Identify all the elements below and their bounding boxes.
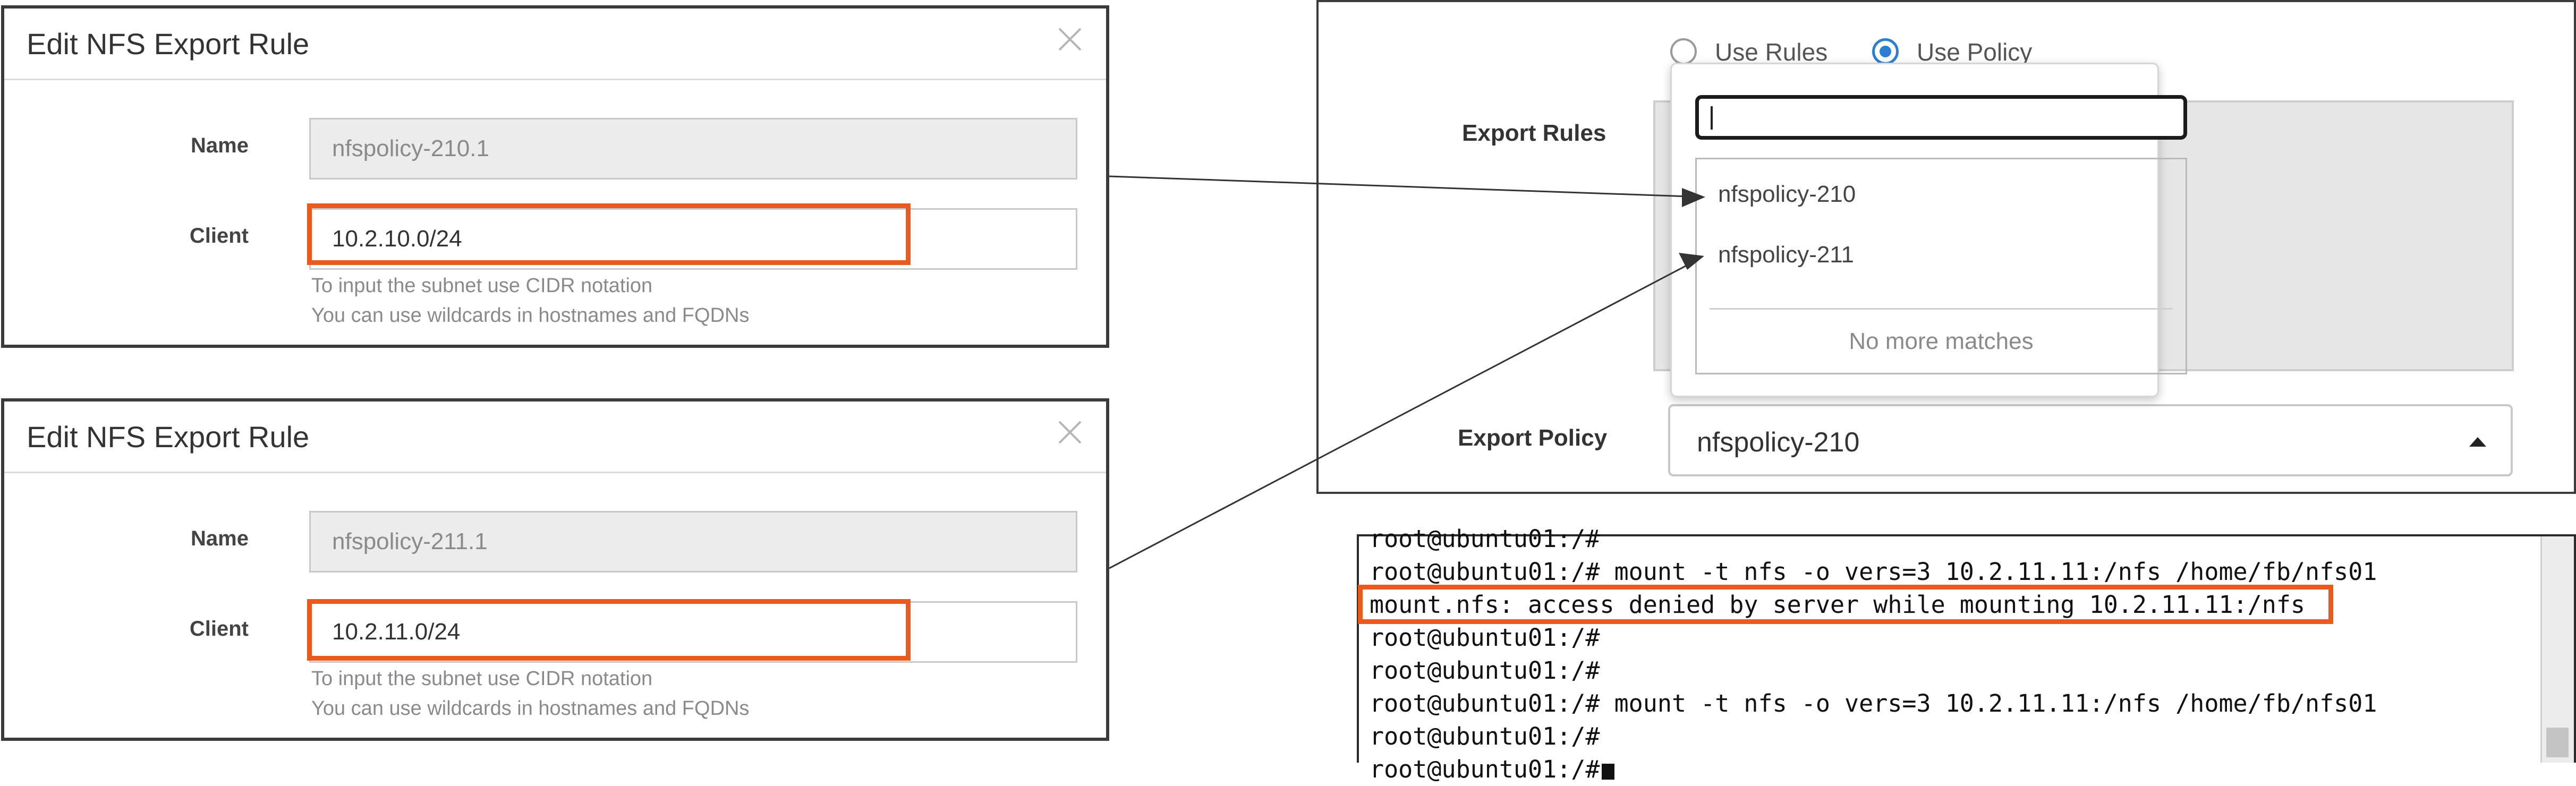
- edit-nfs-export-rule-dialog-2: Edit NFS Export Rule Name nfspolicy-211.…: [1, 398, 1109, 741]
- dialog-header: Edit NFS Export Rule: [4, 401, 1106, 473]
- policy-search-input[interactable]: [1695, 95, 2187, 140]
- terminal-line: root@ubuntu01:/# mount -t nfs -o vers=3 …: [1370, 689, 2377, 717]
- no-more-matches: No more matches: [1849, 328, 2034, 354]
- wildcard-hint: You can use wildcards in hostnames and F…: [311, 697, 750, 720]
- arrow-head-icon: [1682, 188, 1705, 207]
- name-field: nfspolicy-211.1: [309, 511, 1077, 573]
- terminal-prompt-line: root@ubuntu01:/#: [1370, 753, 1615, 786]
- use-rules-label: Use Rules: [1715, 38, 1828, 66]
- terminal-scrollbar[interactable]: [2540, 536, 2574, 763]
- cidr-hint: To input the subnet use CIDR notation: [311, 275, 653, 297]
- option-nfspolicy-211[interactable]: nfspolicy-211: [1718, 242, 1854, 268]
- connector-arrows: [1109, 175, 1705, 569]
- terminal-line: root@ubuntu01:/#: [1370, 656, 1600, 685]
- client-highlight-1: [307, 203, 911, 265]
- option-nfspolicy-210[interactable]: nfspolicy-210: [1718, 181, 1856, 207]
- name-field: nfspolicy-210.1: [309, 118, 1077, 180]
- dialog-title: Edit NFS Export Rule: [27, 420, 310, 454]
- scrollbar-thumb[interactable]: [2546, 728, 2569, 757]
- client-highlight-2: [307, 599, 911, 661]
- divider: [1710, 308, 2173, 310]
- edit-nfs-export-rule-dialog-1: Edit NFS Export Rule Name nfspolicy-210.…: [1, 5, 1109, 348]
- caret-up-icon: [2469, 437, 2486, 447]
- dialog-header: Edit NFS Export Rule: [4, 8, 1106, 80]
- terminal-window: root@ubuntu01:/# root@ubuntu01:/# mount …: [1357, 525, 2576, 783]
- terminal-line: root@ubuntu01:/# mount -t nfs -o vers=3 …: [1370, 558, 2377, 586]
- terminal-line: root@ubuntu01:/#: [1370, 623, 1600, 652]
- export-rules-label: Export Rules: [1462, 120, 1606, 146]
- text-cursor: [1711, 106, 1713, 130]
- client-label: Client: [189, 224, 249, 247]
- policy-dropdown: nfspolicy-210 nfspolicy-211 No more matc…: [1670, 63, 2187, 397]
- export-settings-panel: Use Rules Use Policy Export Rules Export…: [1316, 0, 2576, 494]
- dialog-title: Edit NFS Export Rule: [27, 27, 310, 61]
- terminal-cursor: [1602, 764, 1615, 780]
- terminal-error-line: mount.nfs: access denied by server while…: [1370, 591, 2305, 619]
- terminal-line: root@ubuntu01:/#: [1370, 722, 1600, 750]
- export-policy-select[interactable]: nfspolicy-210: [1668, 404, 2513, 476]
- name-label: Name: [191, 527, 249, 550]
- wildcard-hint: You can use wildcards in hostnames and F…: [311, 304, 750, 327]
- error-highlight: [1358, 585, 2333, 624]
- terminal-prompt: root@ubuntu01:/#: [1370, 755, 1600, 783]
- export-policy-label: Export Policy: [1458, 425, 1608, 451]
- name-label: Name: [191, 134, 249, 157]
- cidr-hint: To input the subnet use CIDR notation: [311, 668, 653, 690]
- connector-line-2: [1109, 261, 1693, 569]
- close-icon[interactable]: [1056, 418, 1084, 446]
- use-policy-label: Use Policy: [1917, 38, 2033, 66]
- policy-options-list: nfspolicy-210 nfspolicy-211 No more matc…: [1695, 158, 2187, 374]
- client-label: Client: [189, 617, 249, 640]
- client-field[interactable]: 10.2.10.0/24: [309, 208, 1077, 270]
- terminal-line: root@ubuntu01:/#: [1370, 525, 1600, 553]
- export-policy-value: nfspolicy-210: [1697, 427, 1860, 458]
- close-icon[interactable]: [1056, 25, 1084, 53]
- connector-line-1: [1109, 175, 1690, 198]
- arrow-head-icon: [1679, 253, 1704, 270]
